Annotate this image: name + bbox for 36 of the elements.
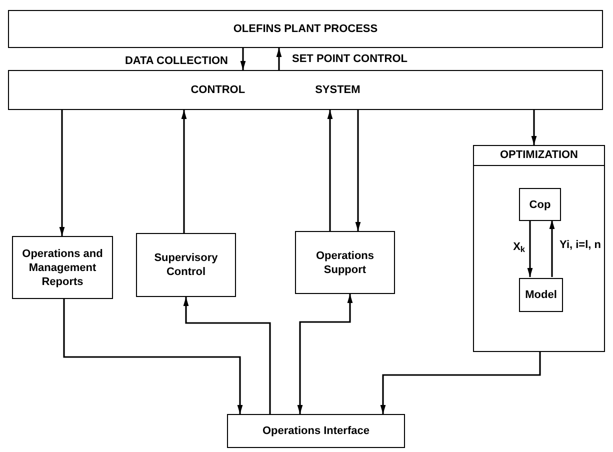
edge-label: X$_{k}$ xyxy=(512,240,525,254)
arrow xyxy=(549,220,555,277)
process-box xyxy=(136,233,236,297)
band-label: SYSTEM xyxy=(315,82,360,98)
process-box xyxy=(519,188,561,221)
process-box xyxy=(12,236,113,299)
box-label: Operations Interface xyxy=(262,424,370,438)
arrow xyxy=(63,299,243,414)
edge-label: Yi, i=l, n xyxy=(558,238,601,252)
box-label: Operations Support xyxy=(314,248,376,276)
arrow xyxy=(527,220,533,277)
panel-header: OPTIMIZATION xyxy=(474,146,604,166)
arrow xyxy=(297,294,353,414)
system-band xyxy=(8,70,603,110)
arrow xyxy=(531,110,537,145)
box-label: Model xyxy=(525,288,557,302)
process-box xyxy=(295,231,395,294)
optimization-panel xyxy=(473,145,605,352)
box-label: Cop xyxy=(529,198,551,212)
band-label: CONTROL xyxy=(190,82,246,98)
arrow xyxy=(327,110,333,231)
arrow xyxy=(240,48,246,70)
box-label: OLEFINS PLANT PROCESS xyxy=(233,22,378,36)
arrow xyxy=(181,110,187,233)
arrow xyxy=(276,48,282,70)
arrow xyxy=(380,352,541,414)
process-band xyxy=(8,10,603,48)
arrow xyxy=(59,110,65,236)
process-box xyxy=(519,278,563,312)
edge-label: SET POINT CONTROL xyxy=(292,52,408,66)
edge-label: DATA COLLECTION xyxy=(124,54,228,68)
arrow xyxy=(355,110,361,231)
process-box xyxy=(227,414,405,448)
arrow xyxy=(183,297,271,414)
box-label: Supervisory Control xyxy=(153,251,219,279)
box-label: Operations and Management Reports xyxy=(21,246,104,288)
